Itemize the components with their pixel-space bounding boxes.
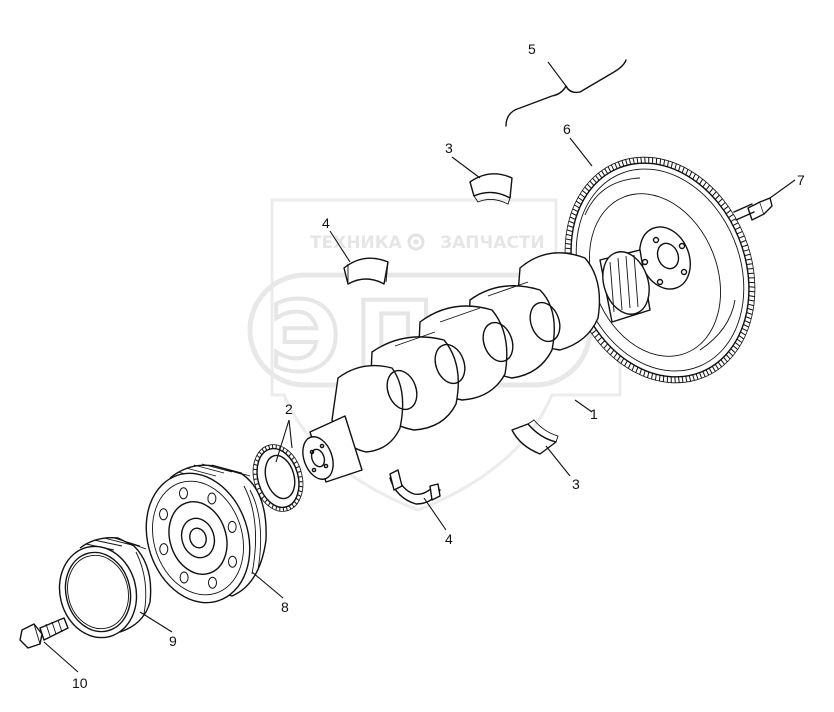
damper-bolt-hole xyxy=(207,492,217,505)
damper-bolt-hole xyxy=(159,543,169,556)
thrust-bearing-shell-upper[interactable] xyxy=(343,257,389,285)
damper-bolt-hole xyxy=(208,576,217,589)
main-bearing-shell-icon xyxy=(469,173,513,199)
thrust-bearing-shell-icon xyxy=(343,257,389,285)
callout-7: 7 xyxy=(797,172,805,188)
callout-labels: 1 2 3 3 4 4 5 6 7 8 9 10 xyxy=(72,41,805,691)
watermark-text-right: ЗАПЧАСТИ xyxy=(440,233,545,253)
callout-5: 5 xyxy=(528,41,536,57)
main-bearing-shell-lower[interactable] xyxy=(511,419,559,455)
callout-4-upper: 4 xyxy=(322,215,330,231)
callout-3-upper: 3 xyxy=(445,140,453,156)
crankshaft[interactable] xyxy=(297,246,656,484)
callout-9: 9 xyxy=(169,633,177,649)
watermark-text-left: ТЕХНИКА xyxy=(310,233,403,253)
flywheel-bolt[interactable] xyxy=(733,197,773,221)
pulley-icon xyxy=(58,545,138,639)
flywheel[interactable] xyxy=(532,128,788,411)
damper-bolt-hole xyxy=(159,508,168,521)
damper-bolt-hole xyxy=(179,571,189,584)
callout-8: 8 xyxy=(281,599,289,615)
main-bearing-shell-upper[interactable] xyxy=(469,173,513,205)
leader-lines xyxy=(43,137,796,673)
callout-1: 1 xyxy=(590,406,598,422)
damper-bolt-hole xyxy=(179,487,188,500)
flywheel-bolt-icon xyxy=(733,197,773,221)
timing-gear-icon xyxy=(252,444,304,512)
flywheel-assembly-bracket xyxy=(505,59,627,127)
damper-bolt-hole xyxy=(228,555,237,568)
timing-gear[interactable] xyxy=(246,439,311,518)
crankshaft-icon xyxy=(302,252,601,483)
callout-3-lower: 3 xyxy=(572,476,580,492)
pulley[interactable] xyxy=(50,537,152,646)
damper-bolt-hole xyxy=(227,520,237,533)
gear-icon xyxy=(407,233,425,251)
callout-4-lower: 4 xyxy=(445,531,453,547)
callout-6: 6 xyxy=(563,121,571,137)
callout-10: 10 xyxy=(72,675,88,691)
thrust-bearing-shell-lower[interactable] xyxy=(389,469,441,505)
pulley-bolt[interactable] xyxy=(19,617,69,649)
damper-pulley[interactable] xyxy=(130,460,267,616)
callout-2: 2 xyxy=(285,401,293,417)
pulley-bolt-icon xyxy=(19,617,69,649)
